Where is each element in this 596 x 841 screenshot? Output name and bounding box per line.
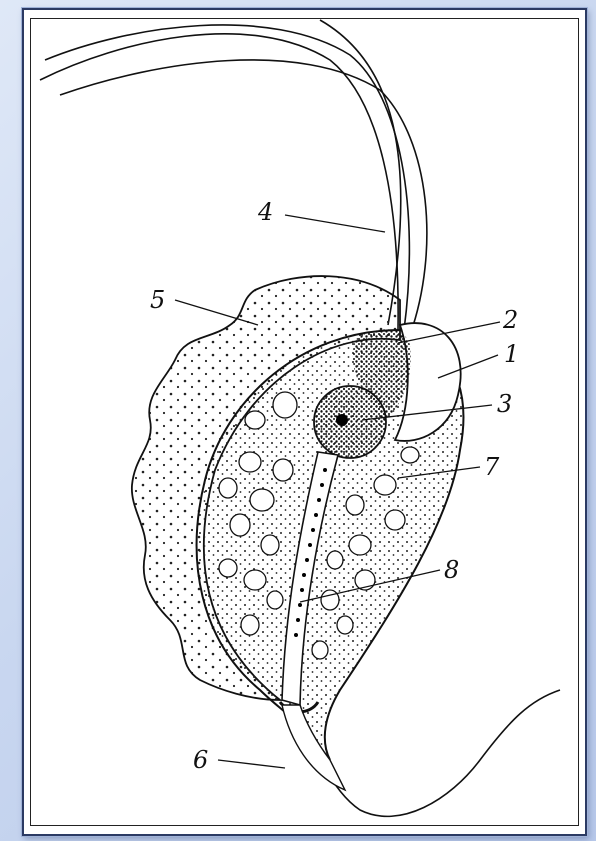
posterior-flagellum [300,690,560,816]
label-5: 5 [150,286,165,314]
leader-6 [218,760,285,768]
nucleolus [336,414,348,426]
label-6: 6 [193,746,208,774]
label-3: 3 [497,390,512,418]
label-1: 1 [504,340,519,368]
label-8: 8 [444,556,459,584]
label-7: 7 [484,453,500,481]
label-2: 2 [502,306,518,334]
label-4: 4 [257,198,273,226]
leader-4 [285,215,385,232]
nucleus [314,386,386,458]
